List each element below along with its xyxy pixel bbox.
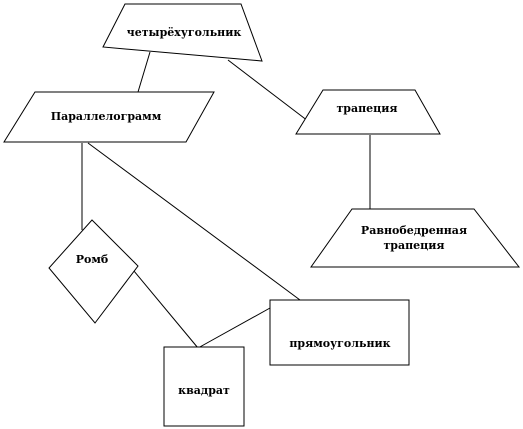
node-rectangle: прямоугольник	[269, 299, 410, 366]
isosceles-trapezoid-shape	[310, 208, 521, 268]
edge-quadrilateral-trapezoid	[227, 59, 309, 122]
rectangle-shape	[269, 299, 410, 366]
node-trapezoid: трапеция	[295, 89, 441, 135]
rhombus-label: Ромб	[76, 253, 109, 266]
quadrilateral-label: четырёхугольник	[127, 26, 242, 39]
trapezoid-shape	[295, 89, 441, 135]
rhombus-shape	[48, 219, 139, 324]
edge-parallelogram-rectangle	[87, 142, 301, 301]
node-rhombus: Ромб	[48, 219, 139, 324]
node-square: квадрат	[163, 346, 245, 427]
node-parallelogram: Параллелограмм	[3, 91, 215, 143]
square-label: квадрат	[178, 384, 230, 397]
node-isosceles-trapezoid: Равнобедренная трапеция	[310, 208, 521, 268]
rectangle-label: прямоугольник	[289, 337, 390, 350]
parallelogram-label: Параллелограмм	[51, 110, 162, 123]
parallelogram-shape	[3, 91, 215, 143]
isosceles-trapezoid-label-line1: Равнобедренная	[361, 224, 467, 237]
edge-quadrilateral-parallelogram	[137, 51, 151, 93]
isosceles-trapezoid-label-line2: трапеция	[383, 239, 444, 252]
quadrilateral-shape	[102, 3, 263, 62]
node-quadrilateral: четырёхугольник	[102, 3, 263, 62]
trapezoid-label: трапеция	[336, 102, 397, 115]
edge-rectangle-square	[197, 307, 271, 349]
square-shape	[163, 346, 245, 427]
edge-rhombus-square	[123, 258, 199, 349]
